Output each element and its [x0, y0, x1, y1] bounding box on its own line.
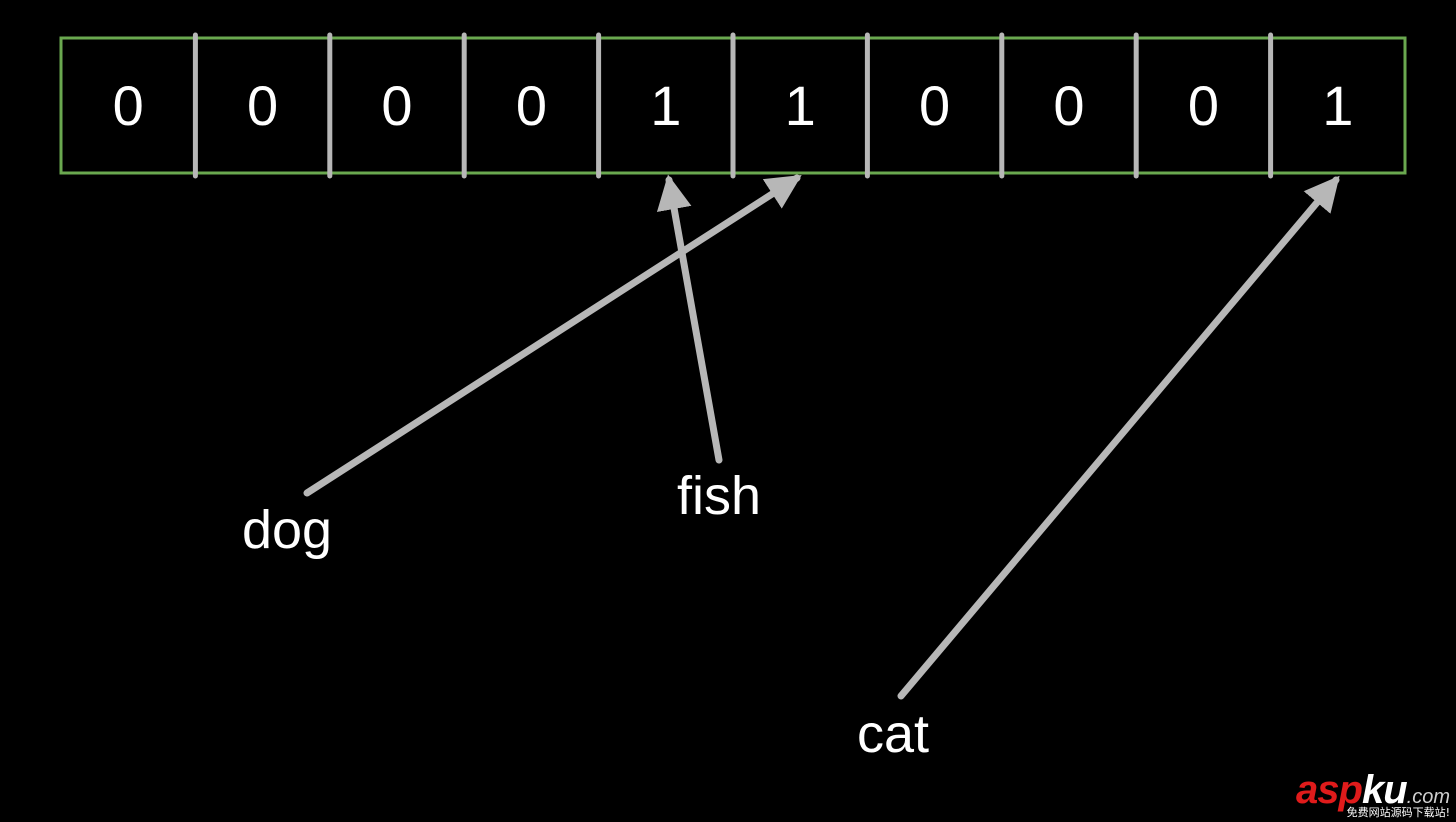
bit-cell-4: 1 — [650, 74, 681, 137]
bit-cell-2: 0 — [381, 74, 412, 137]
bit-cell-9: 1 — [1322, 74, 1353, 137]
fish-arrow — [656, 174, 723, 464]
watermark-domain: .com — [1406, 786, 1450, 808]
dog-label: dog — [242, 500, 332, 560]
bit-cell-8: 0 — [1188, 74, 1219, 137]
watermark-tagline: 免费网站源码下载站! — [1346, 806, 1450, 819]
cat-label: cat — [857, 704, 929, 764]
bit-cell-1: 0 — [247, 74, 278, 137]
watermark-brand-red: asp — [1296, 768, 1363, 812]
fish-label: fish — [677, 466, 761, 526]
bit-cell-0: 0 — [113, 74, 144, 137]
bit-cell-5: 1 — [785, 74, 816, 137]
cell-dividers — [192, 32, 1274, 179]
bit-cell-3: 0 — [516, 74, 547, 137]
dog-arrow — [303, 174, 802, 497]
cat-arrow — [897, 175, 1340, 700]
bit-array-cells: 0 0 0 0 1 1 0 0 0 1 — [113, 74, 1354, 137]
bit-cell-6: 0 — [919, 74, 950, 137]
bit-cell-7: 0 — [1053, 74, 1084, 137]
arrows — [303, 174, 1340, 700]
aspku-watermark-logo: aspku.com 免费网站源码下载站! — [1296, 770, 1450, 818]
watermark-brand-white: ku — [1361, 768, 1408, 812]
